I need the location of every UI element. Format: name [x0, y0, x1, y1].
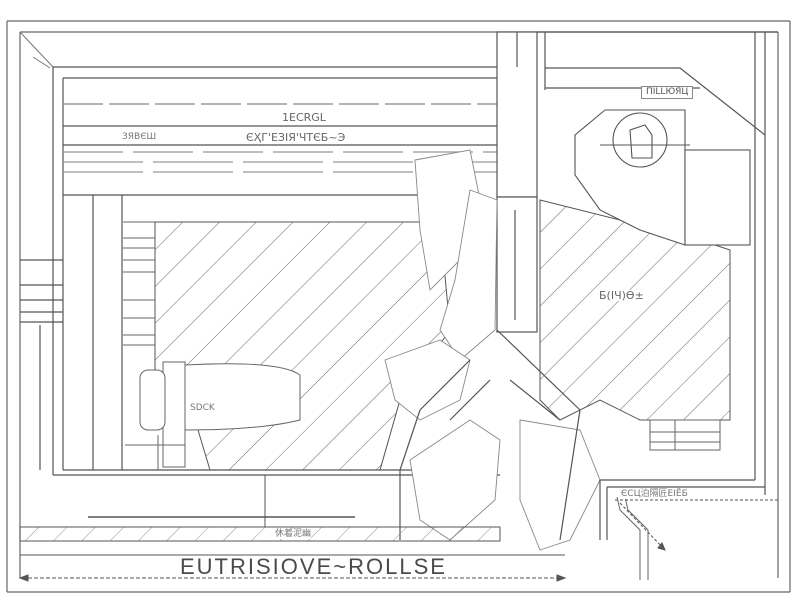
- top-left-note-label: ЗЯВЄШ: [122, 132, 157, 142]
- corner-bevel: [19, 31, 54, 69]
- top-subheading-label: ЄҲГ'ЕЗІЯ'ЧТЄБ~Э: [246, 131, 346, 144]
- left-detail-label: SDCK: [190, 403, 215, 413]
- stairs-left: [123, 221, 155, 346]
- bottom-strip-label: 休着泥幽: [275, 529, 312, 539]
- step-block-right: [649, 419, 721, 451]
- dimension-arrow: [615, 499, 778, 551]
- hatched-floor-left: [154, 221, 451, 471]
- rock-infill: [384, 149, 601, 551]
- callout-label: ЄСЦ泊隔匠ЕІЁБ: [621, 489, 688, 499]
- top-heading-label: 1ECRGL: [282, 111, 326, 124]
- bottom-strip: [19, 475, 565, 556]
- right-room-label: Б(ІЧ)Ѳ±: [599, 289, 644, 302]
- sheet-border: [6, 20, 791, 593]
- drawing-title: EUTRISIOVE~ROLLSE: [180, 554, 447, 579]
- diagonal-corridor: [399, 329, 581, 541]
- top-right-tag-label: ПІLLЮЯЦ: [641, 86, 694, 99]
- central-column: [496, 31, 538, 333]
- fixture-left: [125, 361, 301, 470]
- curved-wall: [616, 496, 649, 580]
- bottom-dimension-line: [18, 574, 567, 582]
- tank-fixture: [574, 109, 751, 246]
